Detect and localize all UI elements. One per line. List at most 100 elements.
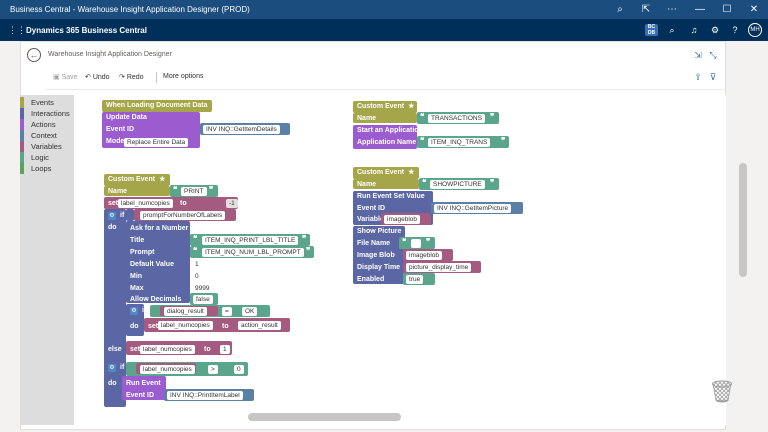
toolbox-events[interactable]: Events (20, 97, 74, 108)
condition-dropdown[interactable]: promptForNumberOfLabels (140, 211, 226, 220)
variable-dropdown[interactable]: label_numcopies (140, 345, 195, 354)
max-field[interactable]: 9999 (192, 284, 213, 293)
file-name-field[interactable] (411, 239, 421, 248)
display-time-dropdown[interactable]: picture_display_time (406, 263, 472, 272)
toolbox-label: Variables (31, 142, 62, 151)
undo-button[interactable]: ↶ Undo (85, 74, 110, 81)
toolbox-loops[interactable]: Loops (20, 163, 74, 174)
toolbox-actions[interactable]: Actions (20, 119, 74, 130)
toolbox-logic[interactable]: Logic (20, 152, 74, 163)
variable-label: Variable (357, 216, 384, 223)
bell-icon[interactable]: ♫ (690, 25, 698, 35)
open-in-browser-icon[interactable]: ⇱ (641, 4, 651, 15)
search-icon[interactable]: ⌕ (669, 25, 675, 35)
custom-event-block[interactable]: Custom Event★ (104, 174, 170, 186)
decimals-dropdown[interactable]: false (193, 295, 213, 304)
enabled-dropdown[interactable]: true (406, 275, 424, 284)
company-badge[interactable]: BC DB (645, 24, 658, 36)
prompt-field[interactable]: ITEM_INQ_NUM_LBL_PROMPT (202, 248, 304, 257)
maximize-icon[interactable]: ☐ (722, 4, 732, 15)
operator-dropdown[interactable]: = (222, 307, 232, 316)
show-picture-block[interactable] (353, 226, 405, 284)
gear-icon[interactable]: ⚙ (108, 212, 116, 220)
back-icon[interactable]: ← (27, 48, 41, 62)
operator-dropdown[interactable]: > (208, 365, 218, 374)
compare-left-dropdown[interactable]: dialog_result (164, 307, 207, 316)
run-event-block[interactable] (122, 376, 166, 400)
event-id-label: Event ID (106, 126, 135, 133)
vertical-scrollbar[interactable] (739, 163, 747, 277)
page-title: Warehouse Insight Application Designer (48, 51, 172, 58)
compare-right-field[interactable]: 0 (234, 365, 244, 374)
value-field[interactable]: -1 (226, 199, 238, 208)
blockly-toolbox (20, 95, 74, 425)
name-field[interactable]: PRINT (181, 187, 207, 196)
star-icon: ★ (408, 103, 415, 110)
if-else-block[interactable] (104, 209, 126, 407)
more-options-button[interactable]: More options (163, 73, 204, 80)
trash-icon[interactable]: 🗑 (708, 379, 736, 404)
ask-label: Ask for a Number (130, 225, 189, 232)
redo-button[interactable]: ↷ Redo (119, 74, 144, 81)
command-divider (46, 89, 726, 90)
share-icon[interactable]: ⇪ (694, 72, 702, 82)
name-field[interactable]: TRANSACTIONS (428, 114, 485, 123)
toolbox-variables[interactable]: Variables (20, 141, 74, 152)
default-field[interactable]: 1 (192, 260, 202, 269)
last-if-block[interactable] (104, 361, 122, 405)
command-separator (156, 72, 157, 83)
more-icon[interactable]: ⋯ (667, 4, 677, 15)
value-field[interactable]: 1 (220, 345, 230, 354)
enabled-label: Enabled (357, 276, 385, 283)
start-application-block[interactable] (353, 125, 417, 149)
quote-open-icon: ❝ (422, 178, 427, 187)
app-name: Dynamics 365 Business Central (26, 26, 147, 35)
show-picture-label: Show Picture (357, 228, 402, 235)
save-button[interactable]: ▣ Save (53, 74, 78, 81)
min-field[interactable]: 0 (192, 272, 202, 281)
toolbox-interactions[interactable]: Interactions (20, 108, 74, 119)
horizontal-scrollbar[interactable] (248, 413, 401, 421)
event-id-dropdown[interactable]: INV INQ::PrintItemLabel (167, 391, 243, 400)
variable-dropdown[interactable]: imageblob (384, 215, 420, 224)
window-title: Business Central - Warehouse Insight App… (10, 5, 250, 14)
star-icon: ★ (408, 169, 415, 176)
open-new-window-icon[interactable]: ⇲ (694, 50, 702, 60)
compare-right-dropdown[interactable]: OK (242, 307, 258, 316)
custom-event-block[interactable]: Custom Event★ (353, 101, 417, 113)
app-name-field[interactable]: ITEM_INQ_TRANS (428, 138, 491, 147)
avatar[interactable]: MH (748, 23, 762, 37)
event-id-dropdown[interactable]: INV INQ::GetItemPicture (434, 204, 512, 213)
zoom-icon[interactable]: ⌕ (617, 4, 623, 15)
variable-dropdown[interactable]: label_numcopies (118, 199, 173, 208)
gear-icon[interactable]: ⚙ (710, 25, 720, 35)
run-event-label: Run Event (126, 380, 161, 387)
custom-event-block[interactable]: Custom Event★ (353, 167, 419, 179)
filter-icon[interactable]: ⊽ (709, 72, 717, 82)
to-label: to (180, 200, 187, 207)
name-field[interactable]: SHOWPICTURE (430, 180, 485, 189)
gear-icon[interactable]: ⚙ (130, 307, 138, 315)
toolbox-context[interactable]: Context (20, 130, 74, 141)
quote-open-icon: ❝ (420, 136, 425, 145)
ask-for-number-block[interactable] (126, 221, 190, 303)
app-name-label: Application Name (357, 139, 417, 146)
gear-icon[interactable]: ⚙ (108, 364, 116, 372)
app-launcher-icon[interactable]: ⋮⋮ (8, 25, 26, 35)
variable-dropdown[interactable]: label_numcopies (158, 321, 213, 330)
help-icon[interactable]: ? (732, 25, 738, 35)
collapse-icon[interactable]: ⤡ (709, 50, 717, 60)
image-blob-dropdown[interactable]: imageblob (406, 251, 442, 260)
name-row (353, 179, 419, 189)
max-label: Max (130, 285, 144, 292)
compare-left-dropdown[interactable]: label_numcopies (140, 365, 195, 374)
event-id-dropdown[interactable]: INV INQ::GetItemDetails (203, 125, 280, 134)
minimize-icon[interactable]: — (695, 4, 705, 15)
load-event-block[interactable]: When Loading Document Data★ (102, 100, 218, 112)
value-dropdown[interactable]: action_result (238, 321, 281, 330)
quote-close-icon: ❞ (426, 237, 431, 246)
mode-dropdown[interactable]: Replace Entire Data (124, 138, 189, 147)
close-icon[interactable]: ✕ (749, 4, 759, 15)
image-blob-label: Image Blob (357, 252, 395, 259)
title-field[interactable]: ITEM_INQ_PRINT_LBL_TITLE (202, 236, 299, 245)
